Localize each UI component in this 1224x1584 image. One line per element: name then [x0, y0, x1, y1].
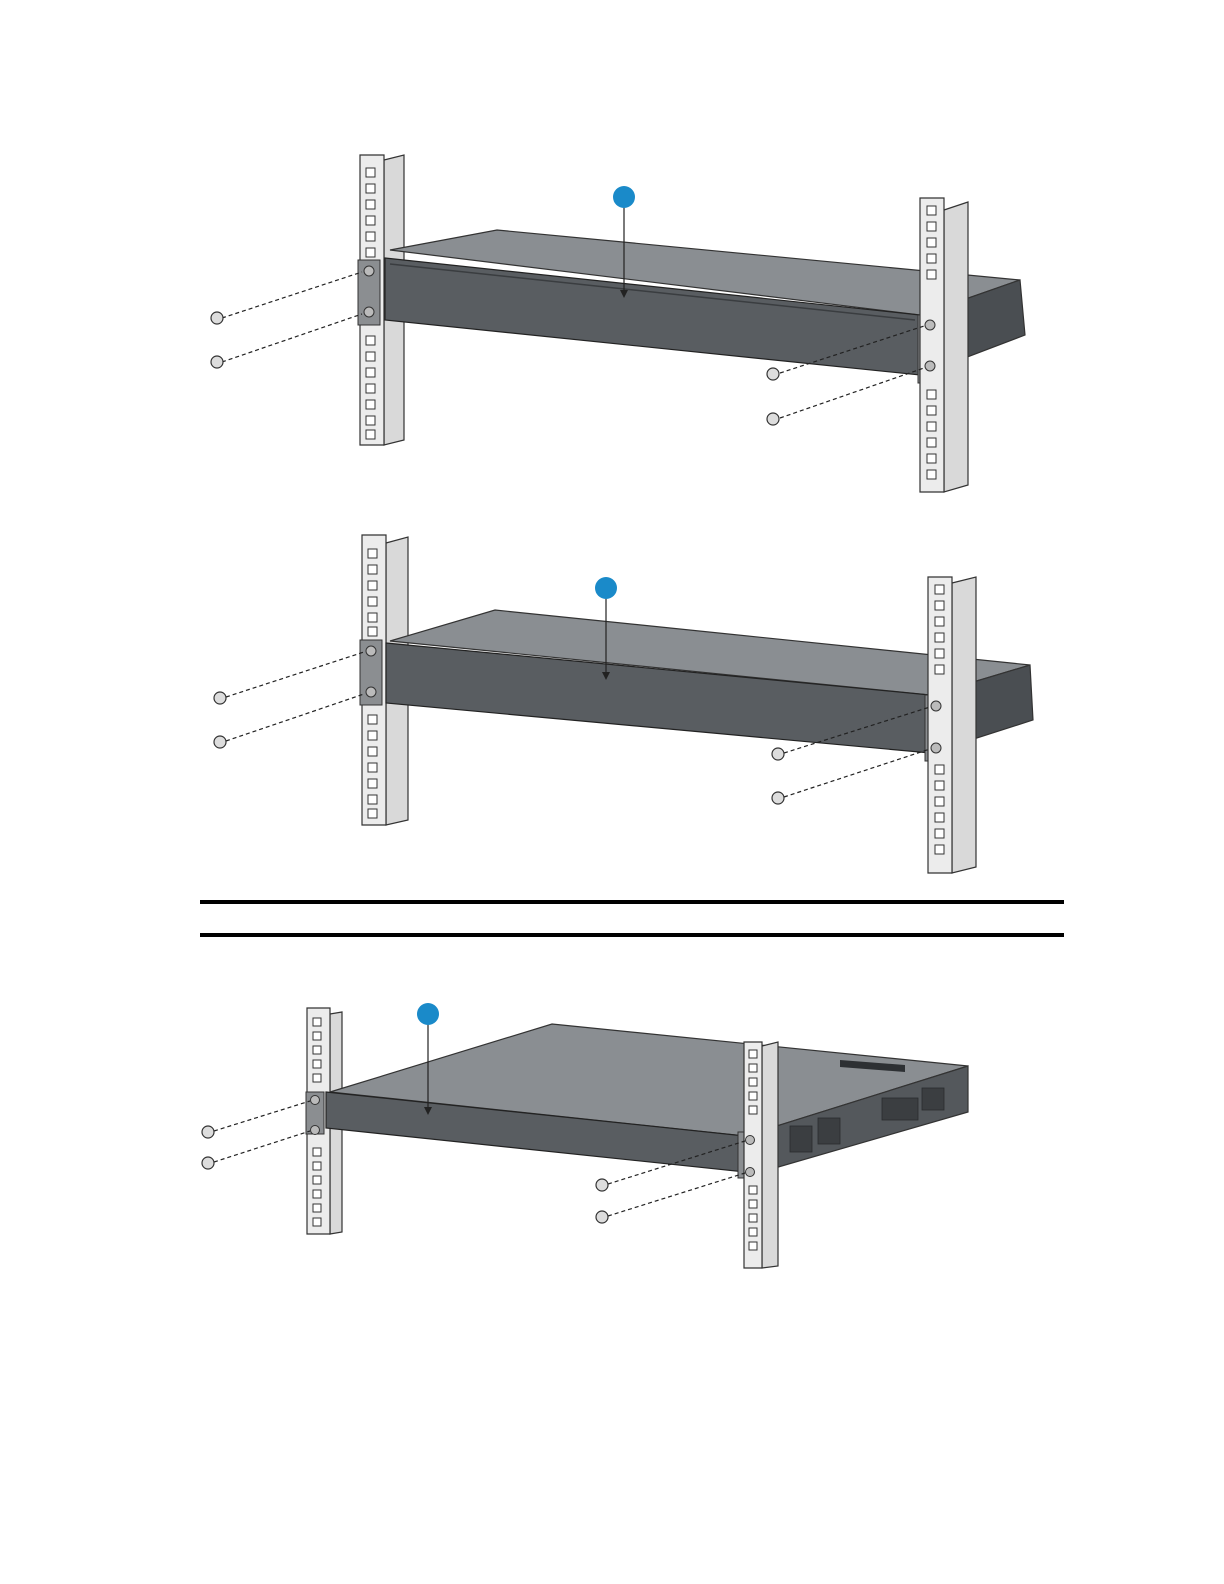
screw-icon [202, 1157, 214, 1169]
screw-icon [767, 413, 779, 425]
right-rack-post [928, 577, 976, 873]
screw-icon [211, 312, 223, 324]
section-rule-bottom [200, 933, 1064, 937]
callout-icon [595, 577, 617, 599]
screw-icon [214, 736, 226, 748]
figure-2-svg [0, 525, 1224, 885]
right-rack-post [744, 1042, 778, 1268]
screw-icon [767, 368, 779, 380]
figure-1-svg [0, 140, 1224, 510]
figure-3-svg [0, 1000, 1224, 1280]
screw-icon [772, 748, 784, 760]
screw-icon [211, 356, 223, 368]
section-rule-top [200, 900, 1064, 904]
callout-icon [613, 186, 635, 208]
screw-icon [202, 1126, 214, 1138]
screw-icon [772, 792, 784, 804]
screw-icon [596, 1211, 608, 1223]
figure-2-rack-mount [0, 525, 1224, 885]
figure-3-rack-mount [0, 1000, 1224, 1280]
screw-icon [596, 1179, 608, 1191]
figure-1-rack-mount [0, 140, 1224, 510]
callout-icon [417, 1003, 439, 1025]
screw-icon [214, 692, 226, 704]
right-rack-post [920, 198, 968, 492]
